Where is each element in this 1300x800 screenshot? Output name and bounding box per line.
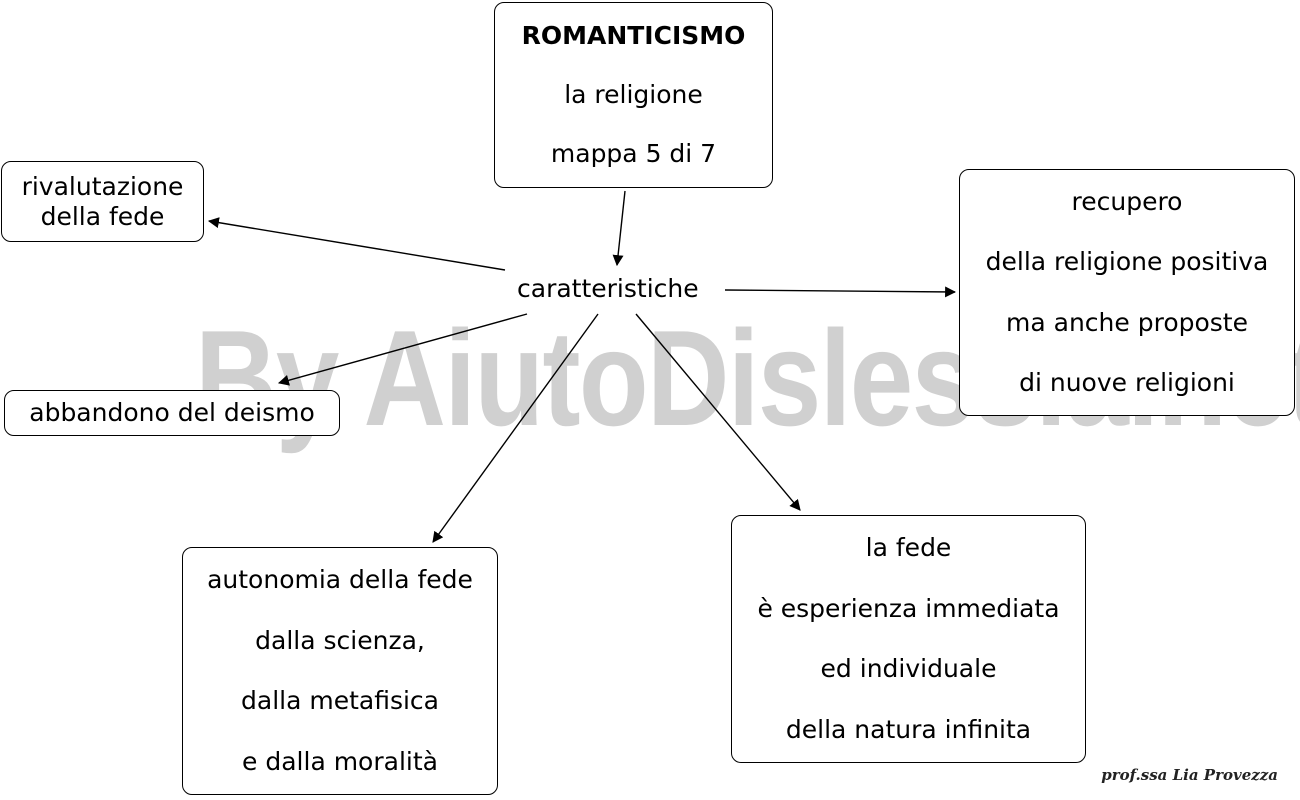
arrow-to-autonomia xyxy=(432,313,599,543)
node-autonomia-line-1: autonomia della fede xyxy=(207,565,473,595)
node-recupero-line-1: recupero xyxy=(1071,187,1183,217)
arrow-to-fede xyxy=(635,313,801,511)
node-autonomia-line-2: dalla scienza, xyxy=(255,625,425,655)
title-subtitle: la religione xyxy=(564,79,703,109)
node-rivalutazione: rivalutazione della fede xyxy=(1,161,204,242)
node-rivalutazione-line-1: rivalutazione xyxy=(21,171,184,201)
node-fede-line-3: ed individuale xyxy=(820,654,997,684)
arrow-to-rivalutazione xyxy=(207,217,506,271)
node-fede-line-2: è esperienza immediata xyxy=(757,593,1060,623)
node-fede-line-1: la fede xyxy=(865,533,952,563)
node-recupero: recupero della religione positiva ma anc… xyxy=(959,169,1295,416)
arrow-title-to-center xyxy=(612,190,626,267)
node-autonomia: autonomia della fede dalla scienza, dall… xyxy=(182,547,498,795)
node-recupero-line-3: ma anche proposte xyxy=(1006,307,1248,337)
arrow-to-abbandono xyxy=(277,313,528,386)
node-recupero-line-4: di nuove religioni xyxy=(1019,367,1235,397)
node-autonomia-line-4: e dalla moralità xyxy=(242,746,438,776)
author-signature: prof.ssa Lia Provezza xyxy=(1101,766,1278,784)
center-caratteristiche: caratteristiche xyxy=(517,274,699,303)
node-fede-line-4: della natura infinita xyxy=(785,714,1032,744)
node-autonomia-line-3: dalla metafisica xyxy=(241,686,439,716)
title-box: ROMANTICISMO la religione mappa 5 di 7 xyxy=(494,2,773,188)
title-map-number: mappa 5 di 7 xyxy=(550,138,717,168)
node-rivalutazione-line-2: della fede xyxy=(40,201,165,231)
node-abbandono: abbandono del deismo xyxy=(4,390,340,436)
node-fede: la fede è esperienza immediata ed indivi… xyxy=(731,515,1086,763)
title-romanticismo: ROMANTICISMO xyxy=(521,21,746,51)
node-abbandono-line-1: abbandono del deismo xyxy=(29,398,315,427)
arrow-to-recupero xyxy=(724,286,957,298)
node-recupero-line-2: della religione positiva xyxy=(985,247,1269,277)
